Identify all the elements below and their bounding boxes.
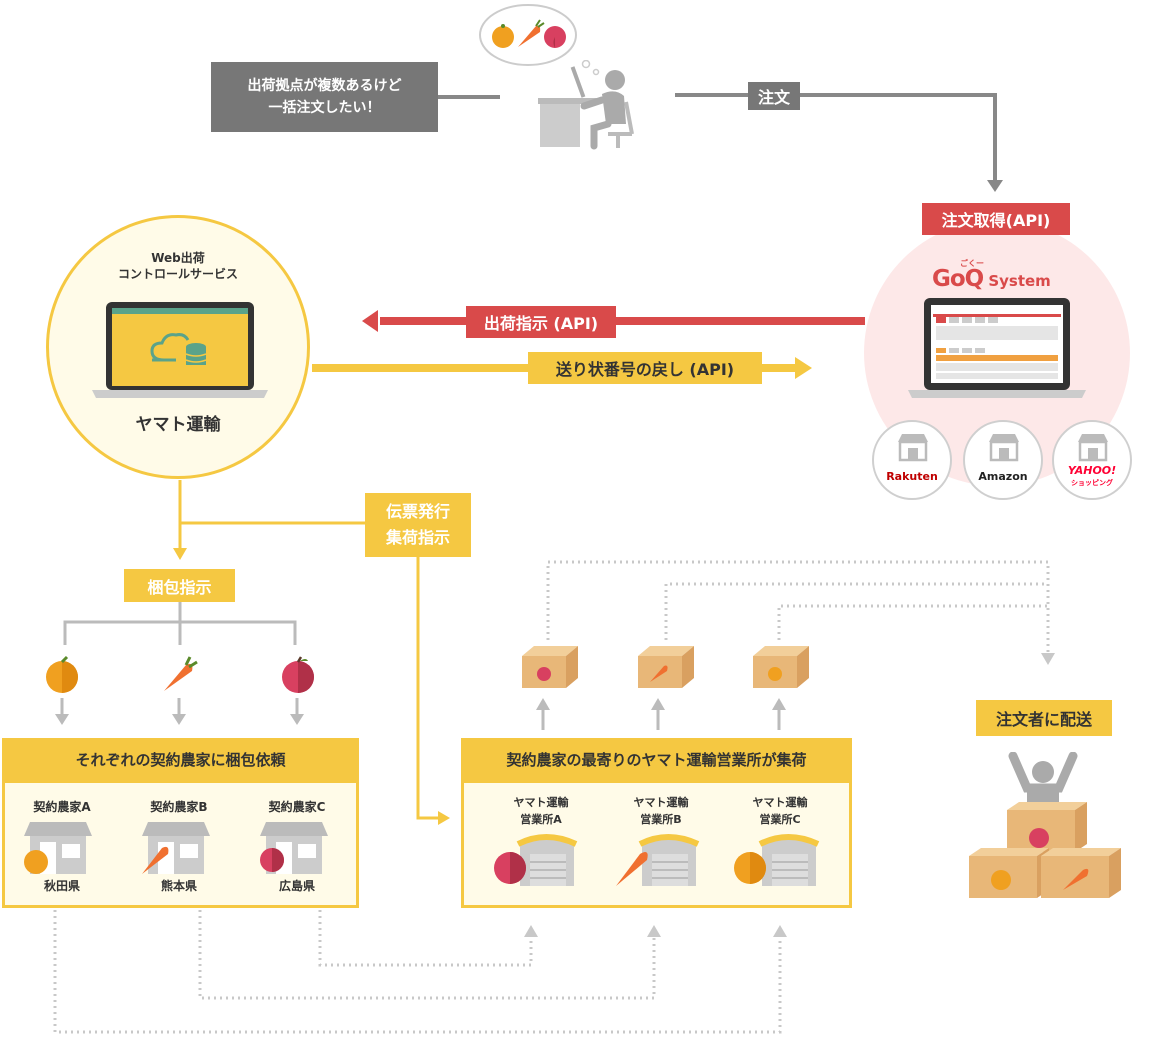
marketplace-yahoo: YAHOO! ショッピング bbox=[1052, 420, 1132, 500]
box-to-delivery-dotted bbox=[546, 560, 1050, 655]
yamato-down-arrowhead bbox=[173, 548, 187, 560]
shop-icon bbox=[989, 434, 1019, 462]
office-to-box-arrows bbox=[536, 698, 786, 730]
shipping-box-apple bbox=[522, 646, 578, 688]
order-arrowhead bbox=[987, 180, 1003, 192]
marketplace-rakuten: Rakuten bbox=[872, 420, 952, 500]
goq-logo: ごくー GoQ System bbox=[932, 259, 1051, 296]
farm-name: 契約農家B bbox=[150, 800, 208, 814]
orange-icon bbox=[46, 655, 78, 693]
orange-icon bbox=[492, 26, 514, 48]
yamato-company-name: ヤマト運輸 bbox=[135, 415, 221, 435]
shop-icon bbox=[898, 434, 928, 462]
marketplace-amazon: Amazon bbox=[963, 420, 1043, 500]
ship-instruction-arrowhead bbox=[362, 310, 378, 332]
orange-icon bbox=[991, 870, 1011, 890]
carrot-icon bbox=[1063, 868, 1089, 890]
goq-laptop-icon bbox=[908, 298, 1086, 398]
yamato-laptop-icon bbox=[92, 302, 268, 398]
goq-logo-mark: GoQ bbox=[932, 266, 984, 292]
carrot-icon bbox=[518, 25, 541, 47]
thought-dots bbox=[581, 60, 600, 76]
shipping-box-orange bbox=[753, 646, 809, 688]
farm-name: 契約農家C bbox=[268, 800, 326, 814]
pack-branch-line bbox=[63, 620, 297, 645]
amazon-logo-text: Amazon bbox=[978, 470, 1028, 483]
farm-pref: 広島県 bbox=[278, 879, 315, 893]
slip-issue-label: 伝票発行 集荷指示 bbox=[365, 493, 471, 557]
farm-building-icon bbox=[260, 822, 328, 874]
tracking-return-arrowhead bbox=[795, 357, 812, 379]
delivery-recipient-icon bbox=[969, 752, 1121, 898]
apple-icon bbox=[537, 667, 551, 681]
yamato-service-name: Web出荷 コントロールサービス bbox=[117, 251, 238, 281]
farm-name: 契約農家A bbox=[33, 800, 91, 814]
office-warehouse-icon bbox=[734, 834, 820, 886]
slip-to-offices-line bbox=[416, 555, 440, 820]
rakuten-logo-text: Rakuten bbox=[886, 470, 938, 483]
carrot-icon bbox=[650, 665, 668, 682]
ship-instruction-label: 出荷指示 (API) bbox=[466, 306, 616, 338]
tracking-return-label: 送り状番号の戻し (API) bbox=[528, 352, 762, 384]
farm-pref: 秋田県 bbox=[43, 879, 80, 893]
goq-logo-ruby: ごくー bbox=[960, 259, 984, 268]
shipping-box-carrot bbox=[638, 646, 694, 688]
customer-at-desk-icon bbox=[538, 66, 634, 150]
apple-icon bbox=[1029, 828, 1049, 848]
carrot-icon bbox=[616, 852, 648, 886]
carrot-icon bbox=[164, 656, 198, 691]
offices-box-header: 契約農家の最寄りのヤマト運輸営業所が集荷 bbox=[461, 738, 852, 780]
order-fetch-label: 注文取得(API) bbox=[922, 203, 1070, 235]
slip-to-offices-arrowhead bbox=[438, 811, 450, 825]
farm-pref: 熊本県 bbox=[160, 879, 197, 893]
yahoo-logo-sub: ショッピング bbox=[1071, 479, 1113, 487]
order-label: 注文 bbox=[748, 82, 800, 110]
farm-to-office-dotted bbox=[53, 910, 782, 1034]
yahoo-logo-text: YAHOO! bbox=[1067, 464, 1117, 477]
farms-box-header: それぞれの契約農家に梱包依頼 bbox=[2, 738, 359, 780]
order-line bbox=[675, 93, 997, 182]
deliver-label: 注文者に配送 bbox=[976, 700, 1112, 736]
delivery-arrowhead bbox=[1041, 653, 1055, 665]
shop-icon bbox=[1078, 434, 1108, 462]
office-name: ヤマト運輸 営業所B bbox=[633, 796, 689, 826]
goq-logo-suffix: System bbox=[988, 272, 1051, 290]
carrot-icon bbox=[142, 846, 169, 874]
office-name: ヤマト運輸 営業所A bbox=[513, 796, 569, 826]
office-warehouse-icon bbox=[616, 834, 700, 886]
farm-building-icon bbox=[24, 822, 92, 874]
farm-to-office-arrowheads bbox=[524, 925, 787, 937]
produce-to-farm-arrows bbox=[55, 698, 304, 725]
farm-building-icon bbox=[142, 822, 210, 874]
customer-need-label: 出荷拠点が複数あるけど 一括注文したい！ bbox=[211, 62, 438, 132]
apple-icon bbox=[282, 656, 314, 693]
thought-bubble bbox=[479, 4, 577, 66]
pack-instruction-label: 梱包指示 bbox=[124, 569, 235, 602]
orange-icon bbox=[24, 850, 48, 874]
office-name: ヤマト運輸 営業所C bbox=[752, 796, 808, 826]
office-warehouse-icon bbox=[494, 834, 578, 886]
orange-icon bbox=[768, 667, 782, 681]
